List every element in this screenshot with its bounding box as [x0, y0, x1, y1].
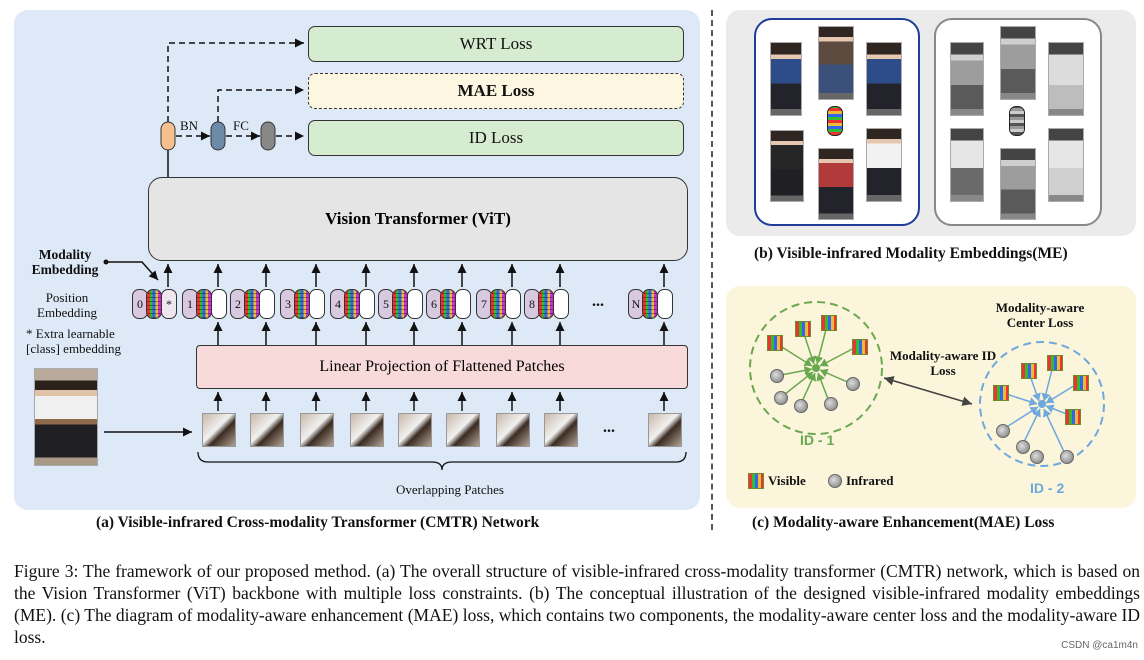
- patch-4: [350, 413, 384, 447]
- token-embed-6: [440, 289, 456, 319]
- visible-icon: [795, 321, 811, 337]
- token-modality-3: [309, 289, 325, 319]
- mae-loss-label: MAE Loss: [457, 81, 535, 100]
- visible-icon: [1021, 363, 1037, 379]
- token-embed-3: [294, 289, 310, 319]
- token-embed-n: [642, 289, 658, 319]
- bn-input-node: [160, 121, 176, 151]
- linear-projection-label: Linear Projection of Flattened Patches: [319, 358, 565, 375]
- patch-8: [544, 413, 578, 447]
- wrt-loss-box: WRT Loss: [308, 26, 684, 62]
- figure-caption: Figure 3: The framework of our proposed …: [14, 561, 1140, 647]
- token-modality-2: [259, 289, 275, 319]
- position-embedding-label: Position Embedding: [37, 290, 97, 320]
- infrared-icon: [996, 424, 1010, 438]
- token-embed-4: [344, 289, 360, 319]
- token-modality-n: [657, 289, 673, 319]
- token-modality-6: [455, 289, 471, 319]
- visible-icon: [821, 315, 837, 331]
- overlapping-patches-label: Overlapping Patches: [396, 482, 504, 497]
- patch-1: [202, 413, 236, 447]
- token-modality-8: [553, 289, 569, 319]
- token-modality-5: [407, 289, 423, 319]
- patch-5: [398, 413, 432, 447]
- infrared-icon: [774, 391, 788, 405]
- visible-icon: [993, 385, 1009, 401]
- visible-icon: [767, 335, 783, 351]
- infrared-person-2: [1000, 26, 1036, 100]
- caption-b: (b) Visible-infrared Modality Embeddings…: [754, 245, 1068, 262]
- legend-visible-icon: [748, 473, 764, 489]
- visible-person-2: [818, 26, 854, 100]
- legend-infrared-label: Infrared: [846, 473, 894, 488]
- fc-label: FC: [233, 118, 249, 133]
- visible-icon: [1065, 409, 1081, 425]
- infrared-icon: [1016, 440, 1030, 454]
- id1-label: ID - 1: [800, 432, 835, 448]
- panel-a-connectors: [103, 38, 687, 471]
- input-person-image: [34, 368, 98, 466]
- visible-icon: [1073, 375, 1089, 391]
- visible-person-5: [818, 148, 854, 220]
- infrared-person-6: [1048, 128, 1084, 202]
- infrared-icon: [824, 397, 838, 411]
- patch-3: [300, 413, 334, 447]
- wrt-loss-label: WRT Loss: [459, 34, 533, 53]
- vit-label: Vision Transformer (ViT): [325, 209, 511, 228]
- caption-c: (c) Modality-aware Enhancement(MAE) Loss: [752, 514, 1055, 531]
- panel-divider: [711, 10, 713, 530]
- infrared-person-4: [950, 128, 984, 202]
- token-modality-7: [505, 289, 521, 319]
- token-class: *: [161, 289, 177, 319]
- token-pos-4: 4: [330, 289, 346, 319]
- token-embed-2: [244, 289, 260, 319]
- token-ellipsis: ...: [592, 293, 604, 310]
- watermark: CSDN @ca1m4n: [1061, 640, 1138, 651]
- token-embed-0: [146, 289, 162, 319]
- id2-label: ID - 2: [1030, 480, 1065, 496]
- infrared-icon: [1030, 450, 1044, 464]
- infrared-person-1: [950, 42, 984, 116]
- patch-2: [250, 413, 284, 447]
- infrared-icon: [1060, 450, 1074, 464]
- visible-icon: [852, 339, 868, 355]
- caption-a: (a) Visible-infrared Cross-modality Tran…: [96, 514, 540, 531]
- visible-icon: [1047, 355, 1063, 371]
- visible-modality-embedding-token: [827, 106, 843, 136]
- mae-loss-box: MAE Loss: [308, 73, 684, 109]
- fc-output-node: [260, 121, 276, 151]
- bn-output-node: [210, 121, 226, 151]
- patch-n: [648, 413, 682, 447]
- id-loss-box: ID Loss: [308, 120, 684, 156]
- legend-visible-label: Visible: [768, 473, 806, 488]
- modality-id-loss-label: Modality-aware ID Loss: [889, 348, 997, 378]
- token-embed-7: [490, 289, 506, 319]
- token-modality-1: [211, 289, 227, 319]
- id-loss-label: ID Loss: [468, 128, 524, 147]
- token-embed-8: [538, 289, 554, 319]
- patch-6: [446, 413, 480, 447]
- vit-block: Vision Transformer (ViT): [148, 177, 688, 261]
- patch-ellipsis: ...: [603, 419, 615, 436]
- patch-7: [496, 413, 530, 447]
- token-modality-4: [359, 289, 375, 319]
- token-embed-5: [392, 289, 408, 319]
- infrared-person-5: [1000, 148, 1036, 220]
- infrared-modality-embedding-token: [1009, 106, 1025, 136]
- infrared-icon: [794, 399, 808, 413]
- legend-infrared-icon: [828, 474, 842, 488]
- infrared-person-3: [1048, 42, 1084, 116]
- center-loss-label: Modality-aware Center Loss: [995, 300, 1085, 330]
- visible-person-4: [770, 130, 804, 202]
- modality-embedding-label: Modality Embedding: [31, 247, 99, 277]
- infrared-icon: [846, 377, 860, 391]
- linear-projection-block: Linear Projection of Flattened Patches: [196, 345, 688, 389]
- extra-learnable-note: * Extra learnable [class] embedding: [26, 326, 121, 356]
- visible-person-6: [866, 128, 902, 202]
- infrared-icon: [770, 369, 784, 383]
- visible-person-1: [770, 42, 802, 116]
- token-embed-1: [196, 289, 212, 319]
- bn-label: BN: [180, 118, 199, 133]
- visible-person-3: [866, 42, 902, 116]
